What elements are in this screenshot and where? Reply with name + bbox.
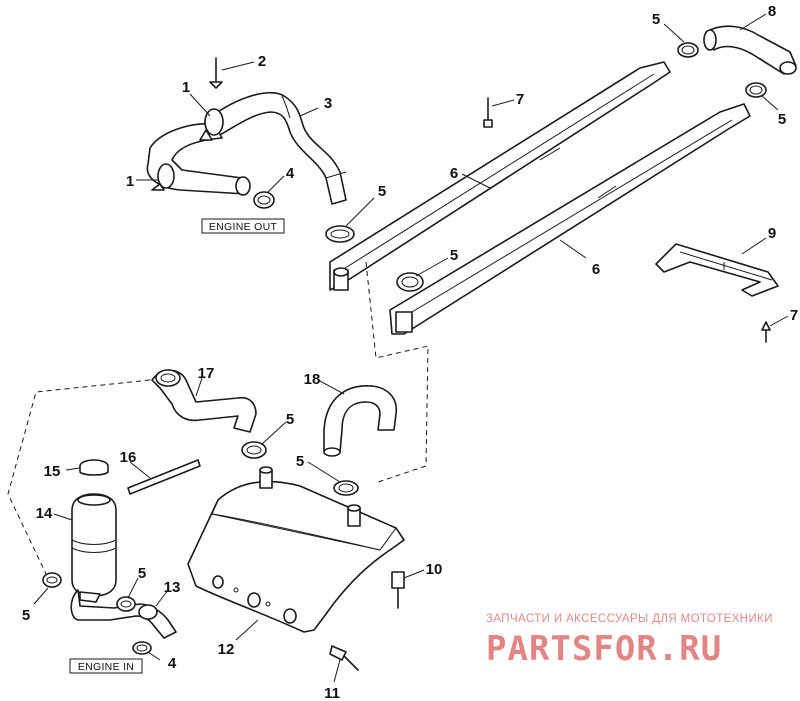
clamp-5-c [677, 42, 699, 58]
callout-1: 1 [182, 79, 190, 96]
clamp-5-f [333, 480, 359, 496]
hose-13 [70, 589, 177, 639]
callout-5: 5 [778, 111, 786, 128]
tube-16 [127, 459, 201, 495]
callout-6: 6 [592, 261, 600, 278]
hose-17 [151, 369, 257, 433]
clamp-1-lower [151, 163, 175, 191]
clamp-5-e [241, 441, 267, 459]
callout-12: 12 [218, 641, 235, 658]
clamp-4-upper [253, 191, 275, 209]
heat-exchanger-rail-lower [389, 103, 751, 335]
callout-11: 11 [324, 685, 340, 701]
watermark: ЗАПЧАСТИ И АКСЕССУАРЫ ДЛЯ МОТОТЕХНИКИ PA… [486, 613, 773, 669]
callout-4: 4 [168, 655, 177, 672]
callout-2: 2 [258, 53, 266, 70]
coolant-bottle-14 [71, 493, 117, 603]
tank-cover-12 [187, 466, 405, 633]
callout-13: 13 [164, 579, 181, 596]
engine-in-label-box: ENGINE IN [69, 658, 143, 674]
callout-10: 10 [426, 561, 443, 578]
callout-numbers: 1 1 2 3 4 4 5 5 5 5 5 5 5 5 6 6 7 7 8 9 … [22, 3, 798, 701]
callout-5: 5 [138, 565, 146, 582]
screw-11 [329, 645, 359, 671]
callout-8: 8 [768, 3, 776, 20]
callout-17: 17 [198, 365, 215, 382]
clamp-5-h [116, 596, 136, 612]
clamp-5-b [396, 272, 424, 292]
flow-line-engine-in [7, 379, 151, 575]
screw-7-upper [483, 97, 493, 128]
watermark-tagline: ЗАПЧАСТИ И АКСЕССУАРЫ ДЛЯ МОТОТЕХНИКИ [486, 613, 773, 625]
hose-engine-out-upper [204, 91, 347, 205]
callout-5: 5 [296, 453, 304, 470]
callout-5: 5 [286, 411, 294, 428]
engine-in-label: ENGINE IN [78, 661, 134, 673]
flow-line-rail-to-tank [365, 261, 429, 483]
callout-5: 5 [450, 247, 458, 264]
callout-18: 18 [304, 371, 321, 388]
clamp-5-g [42, 572, 62, 588]
engine-out-label-box: ENGINE OUT [201, 218, 285, 234]
clamp-5-d [745, 82, 767, 98]
callout-16: 16 [120, 449, 137, 466]
clamp-5-a [325, 225, 355, 243]
hose-18 [323, 385, 398, 457]
callout-1: 1 [126, 173, 134, 190]
bracket-9 [655, 243, 779, 297]
callout-14: 14 [36, 505, 53, 522]
leader-lines [33, 13, 789, 683]
callout-7: 7 [516, 91, 524, 108]
screw-2 [209, 57, 223, 89]
callout-5: 5 [652, 11, 660, 28]
callout-6: 6 [450, 165, 458, 182]
hose-8 [703, 25, 797, 75]
engine-out-label: ENGINE OUT [209, 221, 278, 233]
cap-15 [79, 459, 109, 476]
callout-7: 7 [790, 307, 798, 324]
screw-7-lower [761, 321, 771, 343]
fitting-10 [391, 571, 405, 609]
callout-5: 5 [22, 607, 30, 624]
clamp-4-lower [132, 641, 152, 655]
callout-9: 9 [768, 225, 776, 242]
callout-3: 3 [324, 95, 332, 112]
callout-15: 15 [44, 463, 61, 480]
callout-5: 5 [378, 183, 386, 200]
callout-4: 4 [286, 165, 295, 182]
heat-exchanger-rail-upper [329, 61, 671, 291]
watermark-brand: PARTSFOR.RU [486, 629, 722, 669]
